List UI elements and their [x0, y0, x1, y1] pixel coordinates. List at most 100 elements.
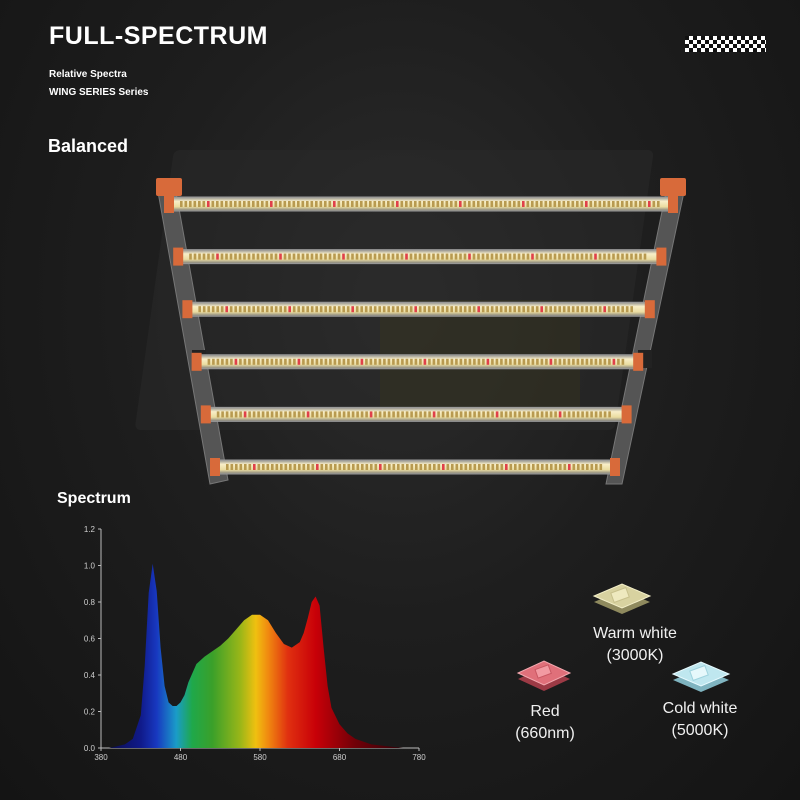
- white-led: [319, 306, 323, 313]
- white-led: [369, 358, 373, 365]
- white-led: [549, 411, 553, 418]
- x-tick-label: 680: [333, 753, 347, 762]
- white-led: [338, 464, 342, 470]
- white-led: [657, 201, 660, 207]
- white-led: [532, 464, 535, 470]
- white-led: [342, 306, 345, 313]
- white-led: [432, 306, 435, 313]
- white-led: [306, 306, 309, 313]
- red-led: [396, 201, 399, 207]
- white-led: [527, 464, 531, 470]
- white-led: [598, 253, 602, 260]
- white-led: [477, 253, 480, 260]
- white-led: [284, 358, 287, 365]
- white-led: [324, 358, 328, 365]
- white-led: [352, 464, 355, 470]
- white-led: [464, 411, 467, 418]
- white-led: [526, 306, 530, 313]
- white-led: [301, 306, 305, 313]
- white-led: [333, 306, 336, 313]
- x-tick-label: 380: [94, 753, 108, 762]
- white-led: [571, 253, 575, 260]
- white-led: [616, 253, 620, 260]
- white-led: [275, 358, 278, 365]
- white-led: [355, 201, 359, 207]
- white-led: [270, 306, 273, 313]
- white-led: [238, 253, 242, 260]
- white-led: [464, 358, 467, 365]
- white-led: [239, 411, 242, 418]
- red-led: [342, 253, 345, 260]
- white-led: [487, 464, 490, 470]
- white-led: [216, 358, 220, 365]
- white-led: [599, 358, 602, 365]
- white-led: [553, 306, 557, 313]
- white-led: [567, 201, 570, 207]
- white-led: [378, 201, 381, 207]
- white-led: [360, 411, 364, 418]
- white-led: [536, 464, 540, 470]
- white-led: [361, 464, 364, 470]
- white-led: [446, 464, 450, 470]
- red-led: [612, 358, 616, 365]
- white-led: [388, 464, 391, 470]
- white-led: [320, 358, 323, 365]
- red-led: [477, 306, 480, 313]
- white-led: [491, 411, 494, 418]
- white-led: [550, 464, 553, 470]
- white-led: [621, 201, 624, 207]
- white-led: [562, 201, 566, 207]
- white-led: [608, 411, 611, 418]
- white-led: [643, 201, 647, 207]
- white-led: [427, 306, 431, 313]
- white-led: [468, 411, 472, 418]
- red-led: [423, 358, 427, 365]
- white-led: [540, 253, 543, 260]
- white-led: [400, 253, 404, 260]
- white-led: [405, 358, 409, 365]
- white-led: [594, 306, 597, 313]
- white-led: [409, 253, 413, 260]
- white-led: [307, 464, 310, 470]
- bar-endcap-right: [621, 405, 632, 424]
- white-led: [491, 464, 495, 470]
- white-led: [252, 411, 256, 418]
- white-led: [329, 358, 332, 365]
- white-led: [225, 253, 228, 260]
- white-led: [424, 464, 427, 470]
- top-cap-left: [156, 178, 182, 196]
- white-led: [193, 253, 197, 260]
- white-led: [351, 201, 354, 207]
- white-led: [423, 201, 426, 207]
- white-led: [477, 411, 481, 418]
- cold-white-name: Cold white: [662, 700, 738, 717]
- white-led: [288, 358, 292, 365]
- white-led: [266, 464, 270, 470]
- white-led: [482, 411, 485, 418]
- white-led: [607, 306, 611, 313]
- white-led: [382, 253, 386, 260]
- white-led: [347, 411, 350, 418]
- white-led: [279, 306, 282, 313]
- white-led: [235, 464, 238, 470]
- white-led: [617, 358, 620, 365]
- white-led: [517, 201, 521, 207]
- white-led: [301, 253, 305, 260]
- white-led: [261, 306, 264, 313]
- white-led: [302, 411, 305, 418]
- bar-endcap-right: [644, 300, 655, 319]
- white-led: [320, 464, 324, 470]
- white-led: [567, 411, 571, 418]
- white-led: [523, 464, 526, 470]
- white-led: [306, 201, 309, 207]
- white-led: [418, 201, 422, 207]
- white-led: [270, 253, 273, 260]
- white-led: [244, 464, 247, 470]
- white-led: [230, 411, 233, 418]
- white-led: [559, 464, 562, 470]
- white-led: [392, 358, 395, 365]
- red-led: [414, 306, 417, 313]
- white-led: [540, 358, 544, 365]
- white-led: [391, 253, 395, 260]
